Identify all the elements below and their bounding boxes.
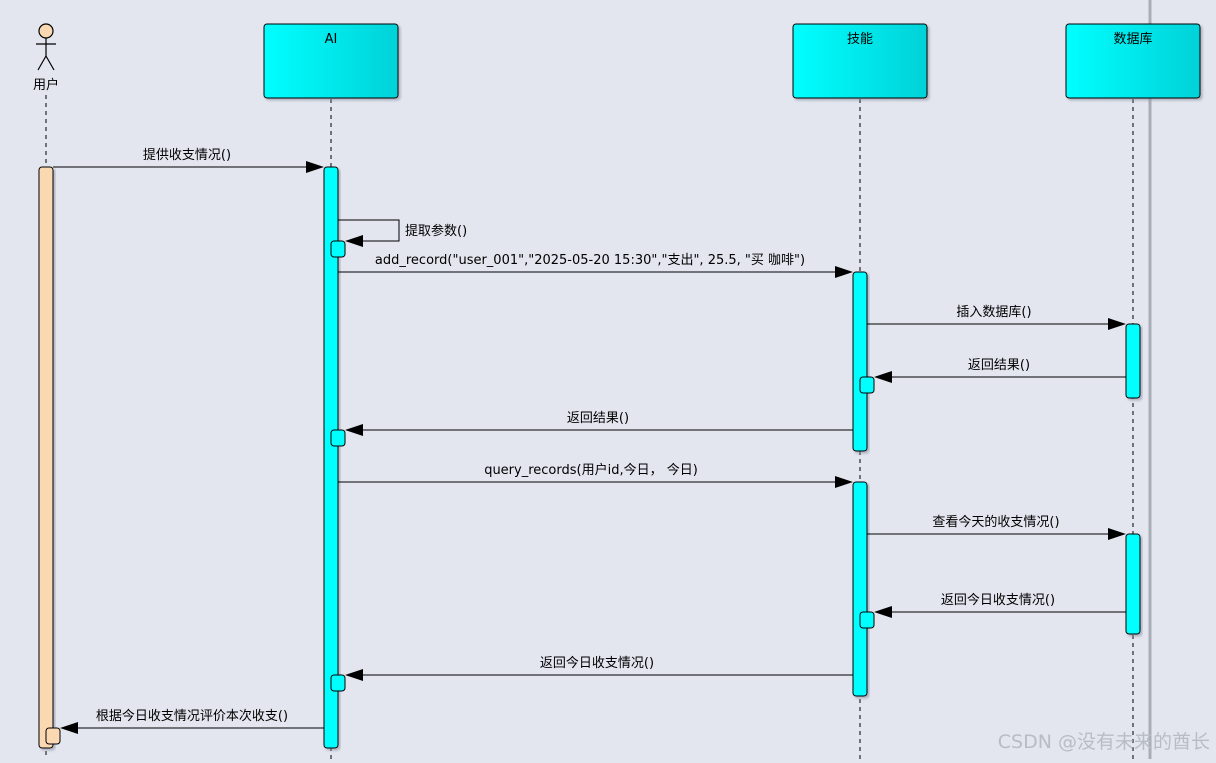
activation-ai bbox=[323, 166, 339, 749]
activation-user bbox=[38, 166, 54, 749]
message-6: 返回结果() bbox=[345, 411, 853, 436]
message-10: 返回今日收支情况() bbox=[345, 655, 853, 681]
message-4: 插入数据库() bbox=[867, 304, 1126, 330]
activation-db-2 bbox=[1125, 533, 1141, 635]
activation-user-return bbox=[45, 727, 61, 745]
watermark: CSDN @没有未来的酋长 bbox=[998, 731, 1210, 753]
participant-label-db: 数据库 bbox=[1113, 31, 1152, 47]
message-3: add_record("user_001","2025-05-20 15:30"… bbox=[338, 253, 853, 278]
activation-db-1 bbox=[1125, 323, 1141, 399]
message-label: 返回结果() bbox=[567, 411, 629, 426]
message-label: 返回今日收支情况() bbox=[540, 655, 654, 671]
activation-ai-self bbox=[330, 240, 346, 258]
activation-ai-return-1 bbox=[330, 429, 346, 447]
actor-user: 用户 bbox=[33, 23, 59, 93]
message-7: query_records(用户id,今日， 今日) bbox=[338, 462, 853, 488]
message-label: query_records(用户id,今日， 今日) bbox=[484, 462, 698, 478]
message-1: 提供收支情况() bbox=[53, 147, 324, 173]
actor-label: 用户 bbox=[33, 77, 59, 93]
stick-figure-icon bbox=[36, 23, 56, 71]
activation-skill-1-return bbox=[859, 376, 875, 394]
message-5: 返回结果() bbox=[874, 358, 1126, 383]
activation-skill-2-return bbox=[859, 611, 875, 629]
participant-label-ai: AI bbox=[325, 32, 338, 47]
message-label: 查看今天的收支情况() bbox=[932, 514, 1059, 530]
message-2-self: 提取参数() bbox=[338, 219, 467, 247]
participant-label-skill: 技能 bbox=[847, 32, 873, 47]
message-label: 根据今日收支情况评价本次收支() bbox=[96, 708, 288, 724]
message-label: 提供收支情况() bbox=[143, 147, 231, 163]
message-label: 返回结果() bbox=[968, 358, 1030, 373]
message-label: add_record("user_001","2025-05-20 15:30"… bbox=[375, 253, 805, 268]
participant-db: 数据库 bbox=[1065, 23, 1201, 99]
message-8: 查看今天的收支情况() bbox=[867, 514, 1126, 540]
message-label: 插入数据库() bbox=[956, 304, 1031, 320]
message-label: 提取参数() bbox=[405, 223, 467, 239]
participant-ai: AI bbox=[263, 23, 399, 99]
message-label: 返回今日收支情况() bbox=[941, 592, 1055, 608]
participant-skill: 技能 bbox=[792, 23, 928, 99]
message-11: 根据今日收支情况评价本次收支() bbox=[60, 708, 324, 734]
activation-skill-2 bbox=[852, 481, 868, 697]
activation-skill-1 bbox=[852, 271, 868, 452]
message-9: 返回今日收支情况() bbox=[874, 592, 1126, 618]
activation-ai-return-2 bbox=[330, 674, 346, 692]
